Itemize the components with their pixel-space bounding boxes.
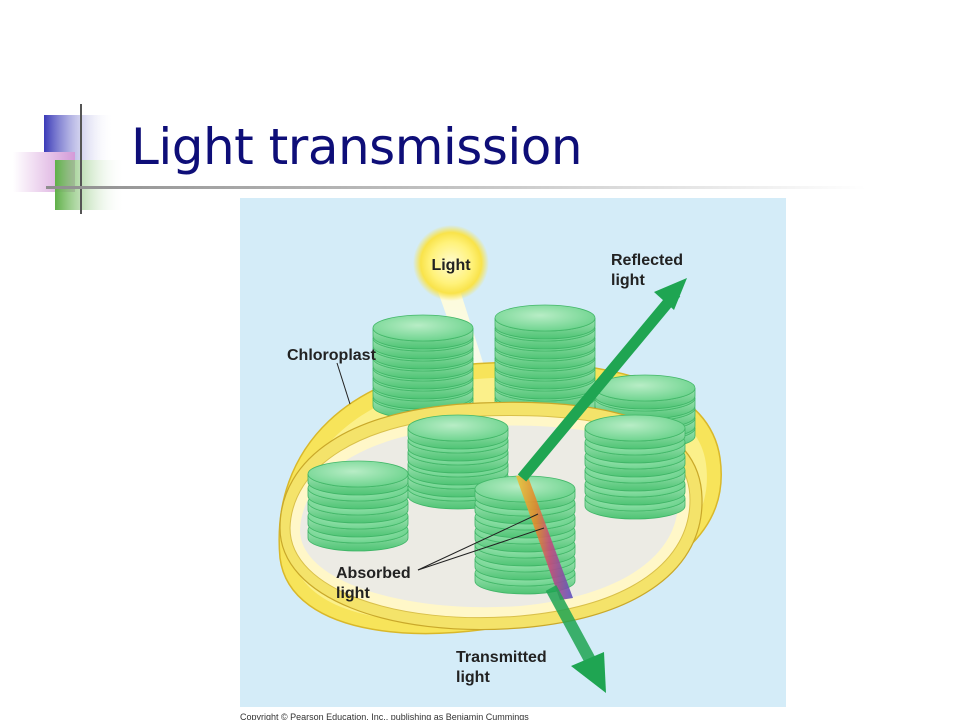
label-transmitted-line1: Transmitted: [456, 649, 547, 666]
label-absorbed-line2: light: [336, 585, 370, 602]
slide-template-decoration: [13, 104, 866, 214]
label-reflected-line1: Reflected: [611, 252, 683, 269]
absorbed-light-spectrum: [516, 474, 573, 600]
chloroplast-light-diagram: Light Reflected light Chloroplast Absorb…: [240, 198, 786, 707]
label-chloroplast: Chloroplast: [287, 347, 377, 364]
chloroplast-leader-line: [336, 362, 351, 405]
reflected-light-arrow: [517, 278, 687, 482]
absorbed-leader-line-2: [417, 527, 545, 571]
label-reflected-line2: light: [611, 272, 645, 289]
label-absorbed-line1: Absorbed: [336, 565, 411, 582]
label-transmitted-line2: light: [456, 669, 490, 686]
deco-square-green: [55, 160, 125, 210]
header-rule: [46, 186, 866, 189]
light-source-sun: [413, 225, 489, 301]
slide-title: Light transmission: [131, 118, 583, 176]
transmitted-light-arrow: [545, 585, 606, 693]
label-light: Light: [431, 257, 471, 274]
copyright-notice: Copyright © Pearson Education, Inc., pub…: [240, 712, 529, 720]
absorbed-leader-line-1: [417, 513, 539, 571]
